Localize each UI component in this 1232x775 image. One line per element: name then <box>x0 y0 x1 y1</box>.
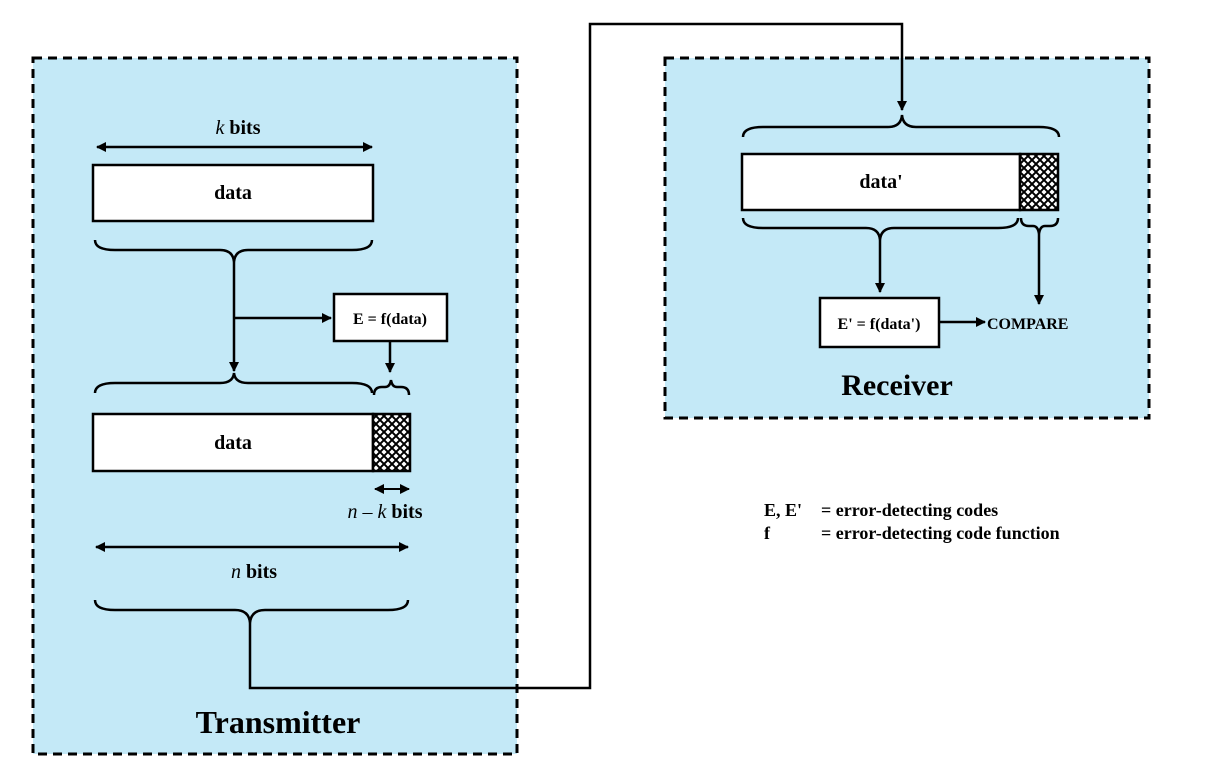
decoder-function-box <box>818 296 941 349</box>
transmitter-title: Transmitter <box>196 704 361 740</box>
received-data-box <box>740 152 1022 212</box>
data-box <box>91 163 375 223</box>
transmitter-panel <box>31 56 519 756</box>
code-top-brace <box>372 379 411 396</box>
codeword-code-box <box>371 412 412 473</box>
legend-line2-symbol: f <box>764 523 771 543</box>
received-data-label: data' <box>859 171 902 193</box>
compare-label: COMPARE <box>987 316 1068 333</box>
codeword-data-label: data <box>214 432 252 454</box>
k-bits-label: k bits <box>215 117 260 139</box>
transmission-line <box>248 22 907 690</box>
legend-line1-text: = error-detecting codes <box>821 500 998 520</box>
codeword-top-brace <box>93 372 374 394</box>
n-bits-label: n bits <box>231 561 277 583</box>
receiver-panel <box>663 56 1151 420</box>
codeword-data-box <box>91 412 375 473</box>
nk-bits-label: n – k bits <box>347 501 422 523</box>
data-box-label: data <box>214 182 252 204</box>
legend-line2-text: = error-detecting code function <box>821 523 1060 543</box>
legend-line1-symbol: E, E' <box>764 500 802 520</box>
decoder-function-label: E' = f(data') <box>838 316 921 333</box>
received-code-box <box>1018 152 1060 212</box>
receiver-title: Receiver <box>841 369 953 402</box>
encoder-function-label: E = f(data) <box>353 311 427 328</box>
received-top-brace <box>741 114 1061 138</box>
